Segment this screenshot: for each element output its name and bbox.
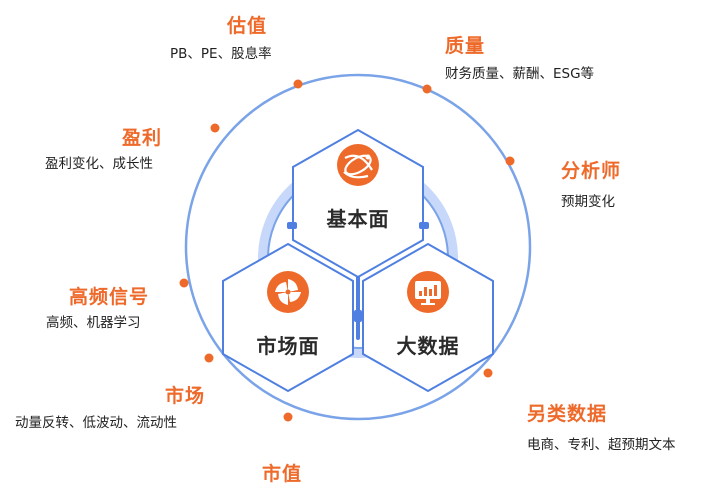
hexagon-fundamental xyxy=(292,128,424,279)
globe-icon xyxy=(337,144,379,186)
hexagon-bigdata xyxy=(362,242,494,393)
factor-desc-hf: 高频、机器学习 xyxy=(46,315,141,331)
factor-title-alt: 另类数据 xyxy=(527,403,608,425)
outer-ring xyxy=(184,73,532,421)
factor-title-cap: 市值 xyxy=(262,463,303,485)
chart-screen-icon xyxy=(407,271,449,313)
ring-dot xyxy=(293,79,303,89)
ring-dot xyxy=(505,156,515,166)
ring-dot xyxy=(483,368,493,378)
ring-dot xyxy=(422,84,432,94)
factor-title-market: 市场 xyxy=(165,385,206,407)
factor-title-hf: 高频信号 xyxy=(69,286,150,308)
factor-desc-alt: 电商、专利、超预期文本 xyxy=(527,437,676,453)
ring-dot xyxy=(283,412,293,422)
factor-desc-valuation: PB、PE、股息率 xyxy=(170,46,272,62)
factor-desc-quality: 财务质量、薪酬、ESG等 xyxy=(445,66,595,82)
ring-dot xyxy=(210,123,220,133)
hexagon-label-market: 市场面 xyxy=(256,334,320,358)
factor-desc-analyst: 预期变化 xyxy=(561,194,615,210)
factor-title-profit: 盈利 xyxy=(122,127,163,149)
hexagon-market xyxy=(222,242,354,393)
factor-desc-profit: 盈利变化、成长性 xyxy=(45,156,153,172)
factor-title-analyst: 分析师 xyxy=(561,160,622,182)
ring-dot xyxy=(179,278,189,288)
hexagon-label-bigdata: 大数据 xyxy=(396,334,460,358)
factor-desc-market: 动量反转、低波动、流动性 xyxy=(15,415,177,431)
pinwheel-icon xyxy=(267,271,309,313)
connector-joints xyxy=(287,222,429,322)
factor-title-valuation: 估值 xyxy=(227,15,268,37)
factor-title-quality: 质量 xyxy=(445,35,486,57)
ring-dot xyxy=(204,353,214,363)
hexagon-label-fundamental: 基本面 xyxy=(326,207,390,231)
